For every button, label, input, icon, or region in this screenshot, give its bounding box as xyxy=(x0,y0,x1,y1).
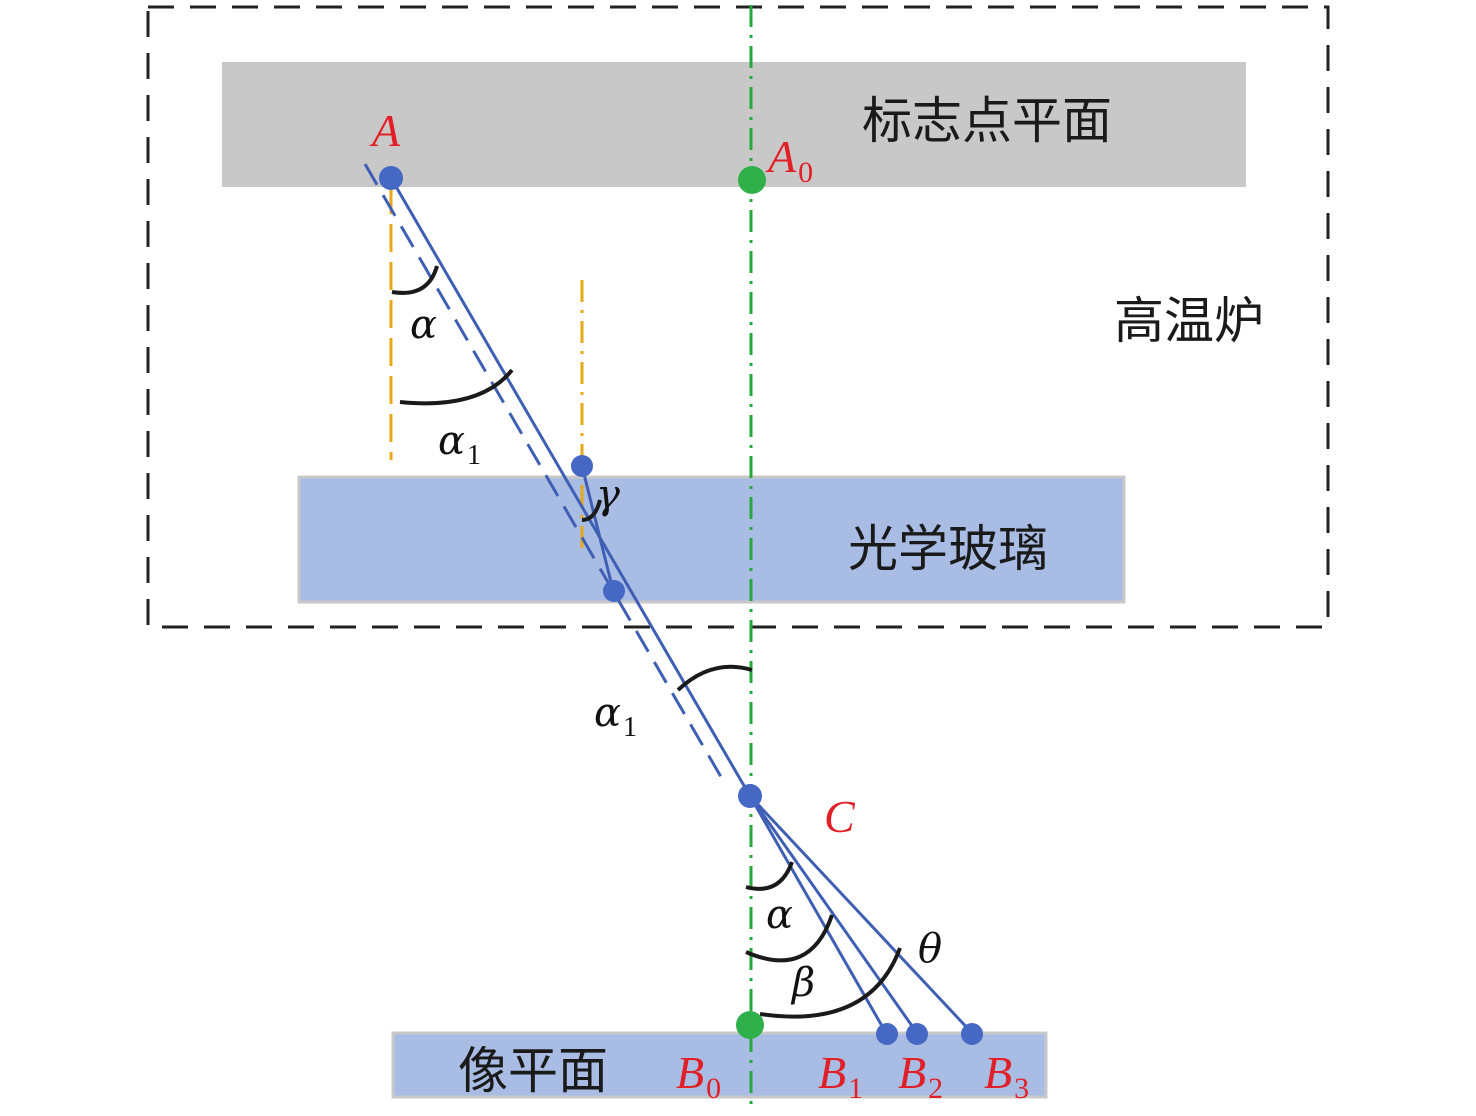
point-glass-entry xyxy=(571,455,593,477)
ray-C-to-B3 xyxy=(748,794,974,1035)
point-B0 xyxy=(736,1011,764,1039)
point-A xyxy=(379,166,403,190)
arc-gamma xyxy=(581,499,602,522)
point-A0 xyxy=(738,166,766,194)
label-image-plane: 像平面 xyxy=(458,1042,608,1100)
label-point-B3: B3 xyxy=(984,1047,1029,1105)
arc-alpha-top xyxy=(391,265,439,295)
arc-alpha1-top xyxy=(399,368,514,406)
arc-alpha-bottom xyxy=(745,861,794,891)
label-angle-theta: θ xyxy=(918,926,942,972)
label-optical-glass: 光学玻璃 xyxy=(848,520,1048,578)
label-point-B1: B1 xyxy=(818,1047,863,1105)
label-point-A: A xyxy=(369,105,401,156)
label-angle-alpha1-mid: α1 xyxy=(594,690,637,743)
label-point-A0: A0 xyxy=(765,131,813,189)
label-point-B0: B0 xyxy=(676,1047,721,1105)
ray-C-to-B1 xyxy=(748,795,888,1034)
image-plane-band xyxy=(391,1031,1048,1099)
label-angle-alpha-bottom: α xyxy=(766,892,793,938)
arc-alpha1-mid xyxy=(676,664,753,692)
label-furnace: 高温炉 xyxy=(1114,292,1264,350)
points xyxy=(379,166,983,1045)
point-glass-exit xyxy=(603,580,625,602)
label-marker-plane: 标志点平面 xyxy=(862,92,1112,150)
furnace-boundary xyxy=(146,5,1330,629)
point-C xyxy=(738,784,762,808)
point-B3 xyxy=(961,1023,983,1045)
label-angle-gamma: γ xyxy=(596,472,620,518)
label-angle-alpha1-top: α1 xyxy=(438,418,481,471)
optical-glass-band xyxy=(297,475,1126,604)
point-B1 xyxy=(876,1023,898,1045)
ray-A-to-C-solid xyxy=(389,177,752,797)
ray-A-to-C-dashed xyxy=(363,163,726,783)
angle-arcs xyxy=(391,265,902,1019)
label-point-C: C xyxy=(824,791,856,842)
ray-C-to-B2 xyxy=(748,795,919,1034)
arc-theta xyxy=(759,947,902,1019)
label-angle-beta: β xyxy=(790,960,815,1006)
label-angle-alpha-top: α xyxy=(410,302,437,348)
arc-beta xyxy=(745,914,834,963)
point-B2 xyxy=(906,1023,928,1045)
label-point-B2: B2 xyxy=(898,1047,943,1105)
ray-refracted-segment xyxy=(580,465,615,591)
ray-paths xyxy=(363,163,974,1035)
